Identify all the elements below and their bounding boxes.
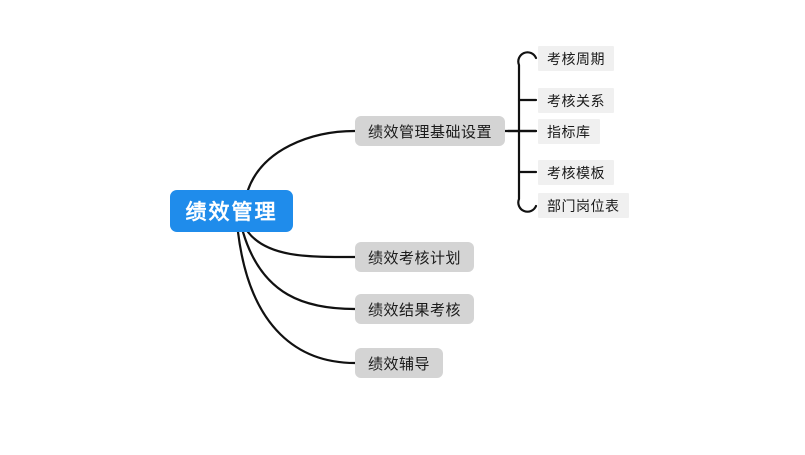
root-node-label: 绩效管理: [185, 201, 278, 224]
root-node[interactable]: 绩效管理: [170, 190, 293, 232]
branch-node-label: 绩效辅导: [368, 355, 431, 373]
branch-node-label: 绩效管理基础设置: [368, 123, 493, 141]
branch-node-performance-result-appraisal[interactable]: 绩效结果考核: [355, 294, 475, 324]
branch-node-label: 绩效结果考核: [368, 301, 462, 319]
leaf-node-appraisal-template[interactable]: 考核模板: [538, 160, 614, 185]
leaf-node-department-position-table[interactable]: 部门岗位表: [538, 193, 629, 218]
branch-node-performance-base-settings[interactable]: 绩效管理基础设置: [355, 116, 506, 146]
leaf-node-label: 考核周期: [547, 50, 605, 67]
leaf-node-label: 考核模板: [547, 164, 605, 181]
leaf-node-label: 指标库: [547, 123, 591, 140]
leaf-node-indicator-library[interactable]: 指标库: [538, 119, 600, 144]
edge-root-to-branch-2: [241, 230, 357, 311]
edge-root-to-branch-0: [246, 129, 357, 192]
branch-node-performance-coaching[interactable]: 绩效辅导: [355, 348, 444, 378]
bracket-spine: [517, 51, 538, 213]
leaf-node-label: 考核关系: [547, 92, 605, 109]
edge-root-to-branch-1: [246, 230, 357, 259]
edge-root-to-branch-3: [236, 230, 357, 365]
leaf-node-label: 部门岗位表: [547, 197, 620, 214]
branch-node-label: 绩效考核计划: [368, 249, 462, 267]
leaf-node-appraisal-relation[interactable]: 考核关系: [538, 88, 614, 113]
leaf-node-appraisal-cycle[interactable]: 考核周期: [538, 46, 614, 71]
branch-node-performance-appraisal-plan[interactable]: 绩效考核计划: [355, 242, 475, 272]
